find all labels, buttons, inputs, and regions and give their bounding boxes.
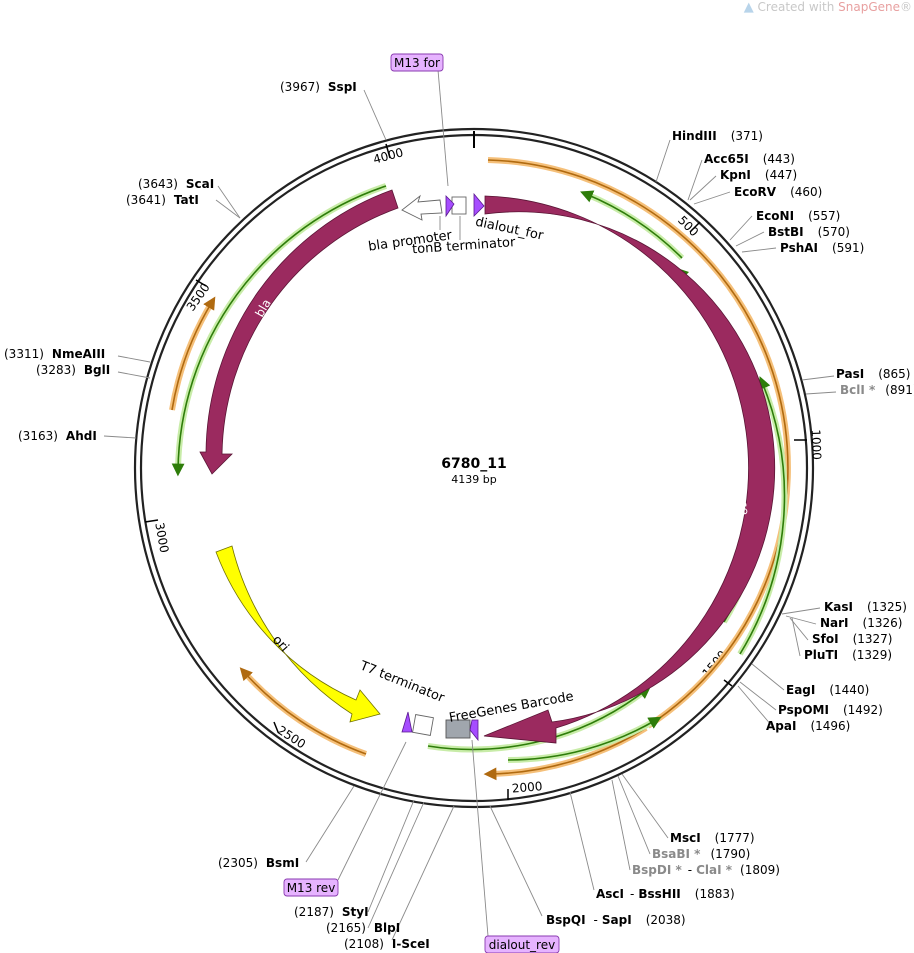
svg-text:MscI(1777): MscI(1777) (670, 831, 755, 845)
svg-text:(3283)BglI: (3283)BglI (36, 363, 110, 377)
site-i-scei: (2108)I-SceI (344, 937, 430, 951)
svg-text:(3311)NmeAIII: (3311)NmeAIII (4, 347, 105, 361)
m13-rev-label: M13 rev (287, 881, 336, 895)
ecoli-dna-ligase-feature (483, 195, 776, 744)
site-acc65i: Acc65I(443) (704, 152, 795, 166)
site-sfoi: SfoI(1327) (812, 632, 892, 646)
site-bsabi: BsaBI *(1790) (652, 847, 750, 861)
freegenes-barcode-label: FreeGenes Barcode (448, 689, 575, 726)
site-pluti: PluTI(1329) (804, 648, 892, 662)
svg-text:EagI(1440): EagI(1440) (786, 683, 869, 697)
leader-lines (103, 69, 837, 941)
site-scai: (3643)ScaI (138, 177, 214, 191)
tick-label-2000: 2000 (511, 779, 543, 796)
site-eagi: EagI(1440) (786, 683, 869, 697)
svg-text:PluTI(1329): PluTI(1329) (804, 648, 892, 662)
svg-text:KpnI(447): KpnI(447) (720, 168, 797, 182)
t7-terminator-feature (412, 714, 434, 736)
plasmid-length: 4139 bp (451, 473, 496, 486)
svg-text:(2305)BsmI: (2305)BsmI (218, 856, 299, 870)
dialout-rev-tag: dialout_rev (484, 935, 560, 953)
site-bspdi-clai: BspDI *-ClaI *(1809) (632, 863, 780, 877)
bla-feature (199, 189, 399, 475)
plasmid-name: 6780_11 (441, 456, 506, 472)
m13-rev-tag: M13 rev (283, 878, 339, 897)
site-styi: (2187)StyI (294, 905, 369, 919)
site-bsmi: (2305)BsmI (218, 856, 299, 870)
svg-text:(2165)BlpI: (2165)BlpI (326, 921, 400, 935)
dialout-for-primer (473, 192, 485, 217)
site-blpi: (2165)BlpI (326, 921, 400, 935)
site-pspomi: PspOMI(1492) (778, 703, 883, 717)
m13-for-tag: M13 for (390, 53, 444, 72)
site-nari: NarI(1326) (820, 616, 902, 630)
svg-text:AscI-BssHII(1883): AscI-BssHII(1883) (596, 887, 735, 901)
site-asci-bsshii: AscI-BssHII(1883) (596, 887, 735, 901)
site-sspi: (3967)SspI (280, 80, 357, 94)
svg-text:(2108)I-SceI: (2108)I-SceI (344, 937, 430, 951)
t7-terminator-label: T7 terminator (357, 658, 447, 706)
site-kasi: KasI(1325) (824, 600, 907, 614)
svg-text:KasI(1325): KasI(1325) (824, 600, 907, 614)
site-pasi: PasI(865) (836, 367, 910, 381)
dialout-rev-primer (469, 719, 479, 742)
m13-rev-primer (401, 711, 413, 733)
svg-text:EcoNI(557): EcoNI(557) (756, 209, 840, 223)
site-kpni: KpnI(447) (720, 168, 797, 182)
site-tati: (3641)TatI (126, 193, 199, 207)
site-pshai: PshAI(591) (780, 241, 864, 255)
site-econi: EcoNI(557) (756, 209, 840, 223)
svg-text:BstBI(570): BstBI(570) (768, 225, 850, 239)
svg-text:BclI *(891): BclI *(891) (840, 383, 914, 397)
svg-text:PasI(865): PasI(865) (836, 367, 910, 381)
site-hindiii: HindIII(371) (672, 129, 763, 143)
svg-text:(3163)AhdI: (3163)AhdI (18, 429, 97, 443)
snapgene-logo-icon: ▲ (743, 0, 754, 15)
tonb-terminator-label: tonB terminator (412, 235, 517, 257)
tick-label-3000: 3000 (152, 521, 171, 554)
svg-text:BspQI-SapI(2038): BspQI-SapI(2038) (546, 913, 686, 927)
svg-text:HindIII(371): HindIII(371) (672, 129, 763, 143)
svg-text:PspOMI(1492): PspOMI(1492) (778, 703, 883, 717)
ori-feature (215, 545, 381, 723)
svg-text:(2187)StyI: (2187)StyI (294, 905, 369, 919)
site-ecorv: EcoRV(460) (734, 185, 822, 199)
dialout-rev-label: dialout_rev (489, 938, 555, 952)
svg-text:SfoI(1327): SfoI(1327) (812, 632, 892, 646)
tick-marks: 4000 500 1000 1500 2000 2500 3000 3500 (144, 143, 824, 800)
site-bgli: (3283)BglI (36, 363, 110, 377)
site-ahdi: (3163)AhdI (18, 429, 97, 443)
site-bcli: BclI *(891) (840, 383, 914, 397)
svg-text:(3967)SspI: (3967)SspI (280, 80, 357, 94)
svg-text:(3641)TatI: (3641)TatI (126, 193, 199, 207)
site-bstbi: BstBI(570) (768, 225, 850, 239)
tonb-terminator-feature (451, 196, 467, 215)
site-bspqi-sapi: BspQI-SapI(2038) (546, 913, 686, 927)
svg-text:BsaBI *(1790): BsaBI *(1790) (652, 847, 750, 861)
svg-text:ApaI(1496): ApaI(1496) (766, 719, 850, 733)
bla-promoter-feature (401, 194, 443, 221)
m13-for-label: M13 for (394, 56, 440, 70)
svg-text:EcoRV(460): EcoRV(460) (734, 185, 822, 199)
svg-text:NarI(1326): NarI(1326) (820, 616, 902, 630)
m13-for-primer (445, 195, 455, 218)
svg-text:(3643)ScaI: (3643)ScaI (138, 177, 214, 191)
site-msci: MscI(1777) (670, 831, 755, 845)
svg-text:PshAI(591): PshAI(591) (780, 241, 864, 255)
svg-text:BspDI *-ClaI *(1809): BspDI *-ClaI *(1809) (632, 863, 780, 877)
tick-label-1000: 1000 (809, 429, 824, 460)
svg-text:Acc65I(443): Acc65I(443) (704, 152, 795, 166)
site-nmeaiii: (3311)NmeAIII (4, 347, 105, 361)
site-apai: ApaI(1496) (766, 719, 850, 733)
snapgene-watermark: ▲ Created with SnapGene® (743, 0, 912, 15)
